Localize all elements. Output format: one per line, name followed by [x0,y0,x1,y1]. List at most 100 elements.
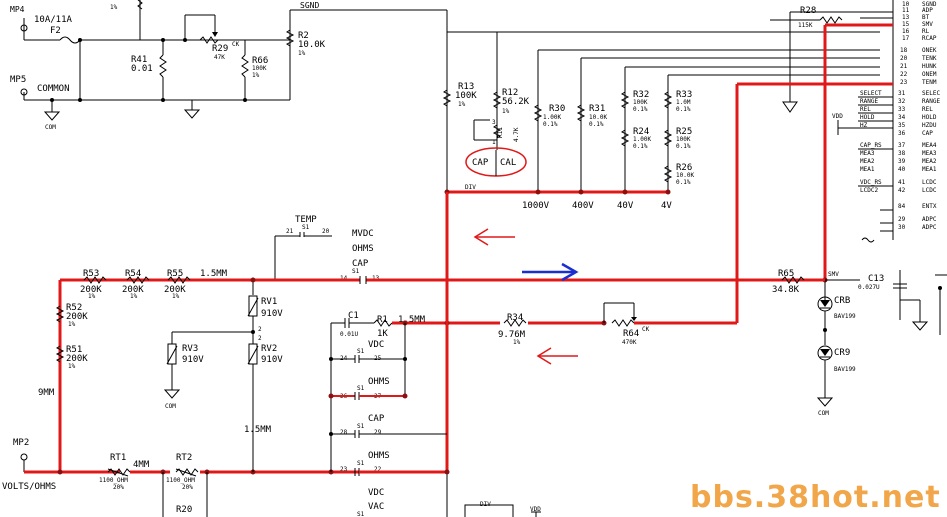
r11-value: 4.7K [513,127,520,142]
pin-lcdc2: LCDC [922,187,937,194]
cap-label: CAP [472,158,489,168]
r54-value: 200K [122,285,144,295]
r34-tol: 1% [513,339,521,346]
r28-ref: R28 [800,6,816,16]
pin-21: 21 [900,63,908,70]
r26-ref: R26 [676,163,692,173]
r52-ref: R52 [66,303,82,313]
r26-tol: 0.1% [676,179,691,186]
pin-42: 42 [898,187,906,194]
rv2-value: 910V [261,355,283,365]
pin-41: 41 [898,179,906,186]
r12-ref: R12 [502,88,518,98]
r41-resistor [159,54,167,78]
sgnd-label: SGND [300,1,319,10]
pin-adpc2: ADPC [922,224,937,231]
r33-tol: 0.1% [676,106,691,113]
r41-ref: R41 [131,55,147,65]
r66-ref: R66 [252,56,268,66]
sig-select: SELECT [860,90,882,97]
mvdc-label: MVDC [352,229,374,239]
mea-pins: CAP_RS 37 MEA4 MEA3 38 MEA3 MEA2 39 MEA2… [858,142,937,243]
pin-29: 29 [898,216,906,223]
fuse-rating: 10A/11A [34,15,73,25]
r30-value: 1.00K [543,114,561,121]
pin-32: 32 [898,98,906,105]
mm15-label-c: 1.5MM [398,315,426,325]
range-400v: 400V [572,201,594,211]
mp4-label: MP4 [10,5,25,14]
pin-selec: SELEC [922,90,940,97]
pin-rel: REL [922,106,933,113]
r29-value: 47K [214,54,225,61]
mm9-label: 9MM [38,388,55,398]
r32-tol: 0.1% [633,106,648,113]
pin-hzdu: HZDU [922,122,937,129]
s1-pin20: 20 [322,228,330,235]
pin-hold: HOLD [922,114,937,121]
cr9-com: COM [818,410,829,417]
mm4-label: 4MM [133,460,150,470]
r55-ref: R55 [167,269,183,279]
pin-adpc1: ADPC [922,216,937,223]
r2-ref: R2 [298,31,309,41]
r34-ref: R34 [507,313,523,323]
r31-ref: R31 [589,104,605,114]
rt1-tol: 20% [113,484,124,491]
pin-lcdc1: LCDC [922,179,937,186]
r55-tol: 1% [172,293,180,300]
com-ground-symbol [43,111,61,121]
rv3-com: COM [165,403,176,410]
rt2-tol: 20% [182,484,193,491]
sig-mea3: MEA3 [860,150,875,157]
r25-value: 100K [676,136,691,143]
sig-mea2: MEA2 [860,158,875,165]
r66-resistor [241,54,249,78]
pin-tenk: TENK [922,55,937,62]
s1-vdc-ref: S1 [357,348,365,355]
rv2-pin2: 2 [258,335,262,342]
s1-pin21: 21 [286,228,294,235]
pin-38: 38 [898,150,906,157]
s1-pin23: 23 [340,466,348,473]
smv-label: SMV [828,271,839,278]
mp5-label: MP5 [10,75,26,85]
pin-30: 30 [898,224,906,231]
pin-20: 20 [900,55,908,62]
rv1-ref: RV1 [261,297,277,307]
rv3-value: 910V [182,355,204,365]
sig-hold: HOLD [860,114,875,121]
r34-resistor [503,319,527,327]
r34-value: 9.76M [498,330,526,340]
pin-entx: ENTX [922,203,937,210]
rv3-ref: RV3 [182,344,198,354]
rt2-value: 1100_OHM [166,477,195,484]
r11-ref: R11 [497,127,504,138]
r24-ref: R24 [633,127,649,137]
r25-ref: R25 [676,127,692,137]
div-label: DIV [465,184,476,191]
sig-hz: HZ [860,122,868,129]
vdd-label: VDD [832,113,843,120]
vdd-triangle [782,101,798,113]
r52-tol: 1% [68,321,76,328]
s1-temp-ref: S1 [302,224,310,231]
r53-resistor [83,276,107,284]
pin-tenm: TENM [922,79,937,86]
r30-tol: 0.1% [543,121,558,128]
r51-resistor [55,345,65,363]
com-label: COM [45,124,56,131]
r54-ref: R54 [125,269,141,279]
s1-pin28: 28 [340,429,348,436]
pin-smv: SMV [922,21,933,28]
r55-value: 200K [164,285,186,295]
pin-36: 36 [898,130,906,137]
mm15-label-b: 1.5MM [244,425,272,435]
r29-ref: R29 [212,44,228,54]
sig-cap-rs: CAP_RS [860,142,882,149]
r1-ref: R1 [377,315,388,325]
pin-mea3: MEA3 [922,150,937,157]
rv1-pin2: 2 [258,326,262,333]
r65-resistor [781,276,805,284]
sig-range: RANGE [860,98,878,105]
